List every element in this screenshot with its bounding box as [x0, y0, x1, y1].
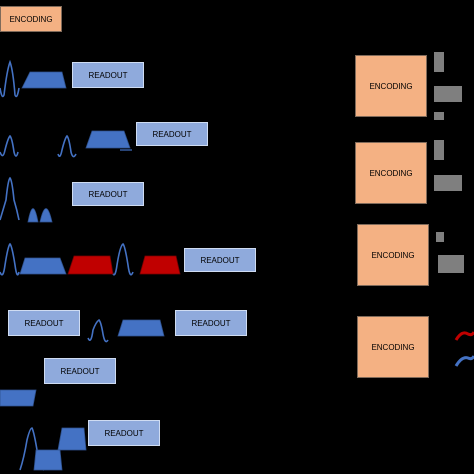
- rf-pulse-waveform-icon: [0, 59, 20, 98]
- gradient-lobe: [39, 208, 53, 223]
- gradient-trapezoid-icon: [33, 449, 63, 471]
- gradient-trapezoid-icon: [19, 257, 67, 275]
- rf-pulse-waveform-icon: [111, 242, 134, 276]
- gray-block: [436, 232, 444, 242]
- readout-block-row5a: READOUT: [8, 310, 80, 336]
- gradient-trapezoid-icon: [21, 71, 67, 89]
- gray-block: [434, 52, 444, 72]
- gradient-lobe: [27, 208, 39, 223]
- readout-label: READOUT: [191, 318, 231, 328]
- readout-label: READOUT: [88, 70, 128, 80]
- gradient-trapezoid-icon: [57, 427, 87, 451]
- readout-block-row4: READOUT: [184, 248, 256, 272]
- readout-label: READOUT: [152, 129, 192, 139]
- gradient-trapezoid-icon: [85, 130, 131, 149]
- encoding-label: ENCODING: [371, 250, 415, 260]
- encoding-block-right-3: ENCODING: [357, 224, 429, 286]
- gray-block: [434, 86, 462, 102]
- rf-pulse-waveform-icon: [0, 134, 19, 157]
- encoding-block-right-4: ENCODING: [357, 316, 429, 378]
- rf-pulse-waveform-icon: [87, 318, 109, 343]
- rf-pulse-waveform-icon: [0, 176, 20, 221]
- encoding-block-right-2: ENCODING: [355, 142, 427, 204]
- rf-pulse-waveform-icon: [57, 134, 77, 158]
- gray-block: [434, 175, 462, 191]
- encoding-block-right-1: ENCODING: [355, 55, 427, 117]
- readout-block-row6: READOUT: [44, 358, 116, 384]
- readout-label: READOUT: [88, 189, 128, 199]
- gradient-trapezoid-red-icon: [67, 255, 114, 275]
- gray-block: [434, 112, 444, 120]
- gray-block: [438, 255, 464, 273]
- readout-label: READOUT: [104, 428, 144, 438]
- encoding-label: ENCODING: [369, 168, 413, 178]
- readout-block-row7: READOUT: [88, 420, 160, 446]
- gray-block: [434, 140, 444, 160]
- encoding-label: ENCODING: [371, 342, 415, 352]
- encoding-label: ENCODING: [9, 14, 53, 24]
- readout-block-row3: READOUT: [72, 182, 144, 206]
- red-curve-icon: [454, 331, 474, 341]
- readout-label: READOUT: [60, 366, 100, 376]
- readout-block-row2: READOUT: [136, 122, 208, 146]
- rf-pulse-waveform-icon: [0, 242, 20, 276]
- readout-label: READOUT: [24, 318, 64, 328]
- encoding-block-top: ENCODING: [0, 6, 62, 32]
- gradient-trapezoid-icon: [117, 319, 165, 337]
- readout-block-row1: READOUT: [72, 62, 144, 88]
- readout-block-row5b: READOUT: [175, 310, 247, 336]
- gradient-trapezoid-red-icon: [139, 255, 181, 275]
- gradient-trapezoid-icon: [0, 389, 37, 407]
- encoding-label: ENCODING: [369, 81, 413, 91]
- readout-label: READOUT: [200, 255, 240, 265]
- blue-curve-icon: [454, 355, 474, 367]
